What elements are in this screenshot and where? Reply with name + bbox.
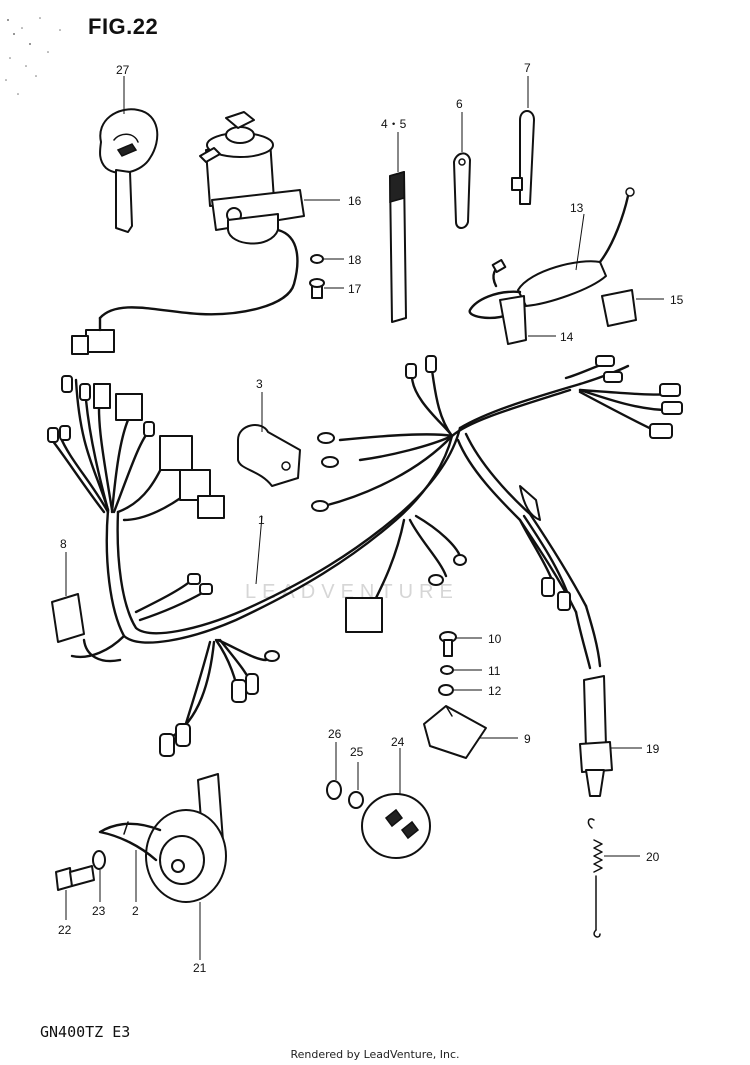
part-11-washer [440,665,454,675]
part-2-horn-bracket [98,821,162,862]
callout-17: 17 [348,282,362,296]
part-4-5-protector-tube [389,171,407,323]
part-19-rear-brake-switch [579,675,613,797]
callout-26: 26 [328,727,342,741]
part-27-ignition-key [99,108,159,233]
callout-24: 24 [391,735,405,749]
part-26-washer [326,780,342,800]
part-6-wire-band [453,152,471,229]
part-10-bolt [439,631,457,657]
part-23-washer [92,850,106,870]
callout-3: 3 [256,377,263,391]
callout-8: 8 [60,537,67,551]
callout-27: 27 [116,63,130,77]
part-25-nut [348,791,364,809]
part-16-ignition-switch [98,111,305,320]
part-3-bracket [237,424,301,487]
model-code: GN400TZ E3 [40,1023,131,1041]
footer-credit: Rendered by LeadVenture, Inc. [290,1048,460,1061]
part-22-bolt [55,865,95,891]
callout-10: 10 [488,632,502,646]
callout-16: 16 [348,194,362,208]
callout-19: 19 [646,742,660,756]
part-8-connector [51,593,122,663]
callout-20: 20 [646,850,660,864]
part-13-relay [468,187,635,320]
part-12-washer [438,684,454,696]
callout-25: 25 [350,745,364,759]
callout-4-5: 4・5 [381,117,407,131]
callout-2: 2 [132,904,139,918]
callout-13: 13 [570,201,584,215]
part-9-regulator [423,705,487,759]
callout-1: 1 [258,513,265,527]
part-7-clamp [511,110,535,205]
callout-12: 12 [488,684,502,698]
callout-6: 6 [456,97,463,111]
part-24-horn-cover [361,793,431,859]
callout-15: 15 [670,293,684,307]
part-1-wiring-harness [50,362,674,740]
part-21-horn [145,773,227,903]
callout-21: 21 [193,961,207,975]
callout-18: 18 [348,253,362,267]
callout-labels: 27 16 18 17 4・5 6 7 13 14 15 3 1 8 10 11… [58,61,684,975]
callout-7: 7 [524,61,531,75]
figure-title: FIG.22 [88,14,159,39]
callout-9: 9 [524,732,531,746]
watermark-text: LEADVENTURE [245,581,459,603]
part-17-18-screws [309,254,325,299]
part-20-spring [587,818,603,938]
callout-14: 14 [560,330,574,344]
switch-connector [71,316,115,355]
part-14-bracket [499,295,527,345]
callout-22: 22 [58,923,72,937]
part-15-cap [601,289,637,327]
leader-lines [65,76,664,960]
callout-23: 23 [92,904,106,918]
scan-speckle [5,17,61,95]
callout-11: 11 [488,664,501,678]
harness-terminals [47,355,683,757]
